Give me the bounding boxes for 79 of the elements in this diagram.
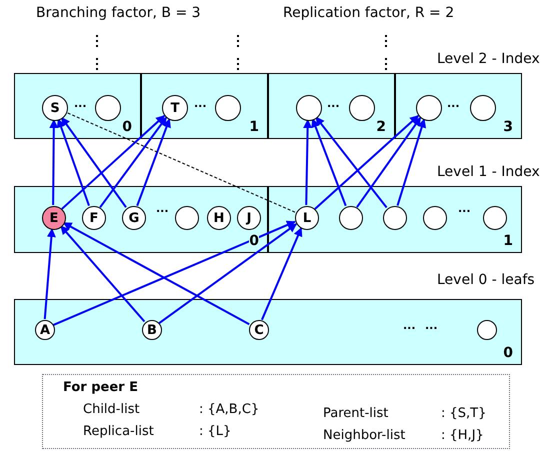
empty-peer-node [383,206,407,230]
ellipsis: ... [458,203,471,214]
index-panel [14,73,141,139]
dashed-line [65,112,296,213]
peer-node: L [295,206,319,230]
empty-peer-node [477,320,497,340]
list-name: Child-list [83,403,140,416]
panel-number: 2 [376,120,386,134]
info-panel [42,374,510,449]
factor-label: Replication factor, R = 2 [283,6,454,20]
index-panel [268,186,522,253]
empty-peer-node [215,95,241,121]
ellipsis: ... [447,98,460,109]
peer-node: F [82,206,106,230]
list-name: Neighbor-list [323,429,406,442]
list-value: : {A,B,C} [199,403,260,416]
empty-peer-node [416,95,442,121]
arrow [60,225,146,322]
arrow [396,118,426,206]
ellipsis: ... [74,98,87,109]
peer-node: B [142,320,162,340]
arrow [315,116,388,208]
level-label: Level 0 - leafs [437,273,535,287]
empty-peer-node [296,95,322,121]
info-heading: For peer E [63,381,138,394]
arrow [261,227,302,320]
list-name: Replica-list [83,425,154,438]
ellipsis: ... [156,203,169,214]
list-value: : {L} [199,425,232,438]
peer-node: T [162,95,188,121]
level-label: Level 1 - Index [437,165,540,179]
arrow [99,116,168,208]
peer-node: G [122,206,146,230]
arrow [303,119,312,206]
arrow [60,116,127,208]
empty-peer-node [423,206,447,230]
arrow [49,119,58,206]
panel-number: 0 [122,120,132,134]
ellipsis: ... [425,320,438,331]
index-panel [268,73,395,139]
arrow [52,220,296,326]
ellipsis: ... [327,98,340,109]
empty-peer-node [175,206,199,230]
arrow [44,228,56,320]
index-panel [395,73,522,139]
level-label: Level 2 - Index [437,52,540,66]
peer-node: A [35,320,55,340]
peer-node: J [237,206,261,230]
panel-number: 0 [249,234,259,248]
arrow [56,118,90,206]
factor-label: Branching factor, B = 3 [36,6,201,20]
empty-peer-node [470,95,496,121]
panel-number: 3 [503,120,513,134]
index-panel [14,186,268,253]
ellipsis: ... [403,320,416,331]
arrow [311,118,347,206]
empty-peer-node [95,95,121,121]
arrow [61,115,166,210]
panel-number: 1 [249,120,259,134]
ellipsis: ... [194,98,207,109]
empty-peer-node [483,206,507,230]
arrow [62,222,250,326]
arrow [158,223,297,324]
arrow [136,118,171,206]
empty-peer-node [339,206,363,230]
arrow [356,116,422,208]
peer-node: E [42,206,66,230]
index-panel [141,73,268,139]
panel-number: 0 [503,346,513,360]
peer-node: S [42,95,68,121]
list-name: Parent-list [323,407,388,420]
empty-peer-node [349,95,375,121]
list-value: : {S,T} [441,407,486,420]
arrow [314,114,420,210]
peer-node: C [249,320,269,340]
peer-node: H [207,206,231,230]
index-panel [14,299,522,365]
list-value: : {H,J} [441,429,484,442]
panel-number: 1 [503,234,513,248]
